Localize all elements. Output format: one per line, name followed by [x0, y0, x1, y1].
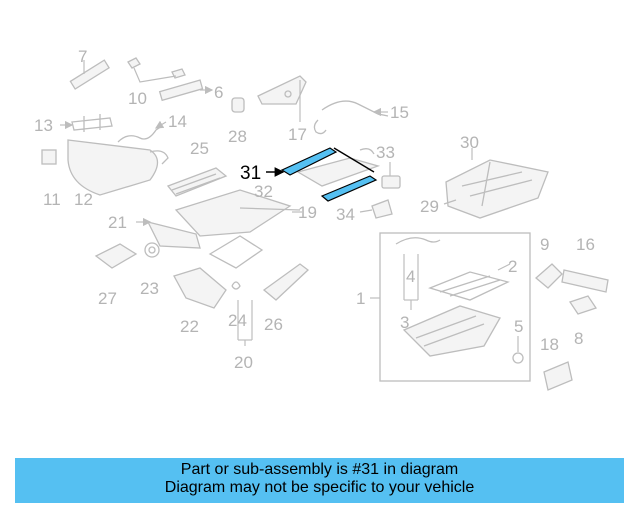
label-20: 20 — [234, 353, 253, 372]
label-8: 8 — [574, 329, 583, 348]
label-6: 6 — [214, 83, 223, 102]
part-31-highlight — [266, 147, 378, 202]
part-12-drawing — [41, 139, 169, 196]
part-19-drawing — [174, 189, 302, 237]
label-14: 14 — [168, 112, 187, 131]
part-32-drawing — [296, 148, 381, 187]
label-19: 19 — [298, 203, 317, 222]
label-3: 3 — [400, 313, 409, 332]
part-10-drawing — [127, 57, 186, 83]
label-2: 2 — [508, 257, 517, 276]
caption-line-1: Part or sub-assembly is #31 in diagram — [180, 461, 459, 478]
part-28-drawing — [231, 97, 245, 113]
part-25-drawing — [166, 167, 228, 197]
label-24: 24 — [228, 311, 247, 330]
part-7-drawing — [69, 59, 110, 90]
label-34: 34 — [336, 205, 355, 224]
label-32: 32 — [254, 182, 273, 201]
label-5: 5 — [514, 317, 523, 336]
caption-line-2: Diagram may not be specific to your vehi… — [164, 479, 475, 496]
parts-diagram: 7 10 6 13 14 11 12 28 17 15 25 31 32 33 … — [34, 47, 609, 391]
label-29: 29 — [420, 197, 439, 216]
caption-banner: Part or sub-assembly is #31 in diagram D… — [15, 458, 624, 503]
label-27: 27 — [98, 289, 117, 308]
label-23: 23 — [140, 279, 159, 298]
label-25: 25 — [190, 139, 209, 158]
part-27-drawing — [94, 243, 138, 269]
label-26: 26 — [264, 315, 283, 334]
part-6-drawing — [158, 79, 214, 102]
label-17: 17 — [288, 125, 307, 144]
label-33: 33 — [376, 143, 395, 162]
part-22-drawing — [173, 267, 227, 309]
part-24-drawing — [208, 235, 264, 346]
label-31: 31 — [240, 163, 261, 184]
part-14-drawing — [117, 120, 167, 143]
label-28: 28 — [228, 127, 247, 146]
part-8-drawing — [568, 295, 598, 315]
part-29-drawing — [443, 199, 457, 205]
label-10: 10 — [128, 89, 147, 108]
part-18-drawing — [543, 361, 573, 391]
part-33-drawing — [381, 162, 401, 189]
part-17-drawing — [257, 75, 327, 135]
part-34-drawing — [359, 199, 393, 219]
label-16: 16 — [576, 235, 595, 254]
part-30-drawing — [445, 148, 549, 219]
label-11: 11 — [43, 190, 61, 209]
label-15: 15 — [390, 103, 409, 122]
label-12: 12 — [74, 190, 93, 209]
label-4: 4 — [406, 267, 415, 286]
label-18: 18 — [540, 335, 559, 354]
part-21-drawing — [136, 217, 201, 249]
label-30: 30 — [460, 133, 479, 152]
label-21: 21 — [108, 213, 127, 232]
label-1: 1 — [356, 289, 365, 308]
part-9-drawing — [534, 263, 563, 289]
label-7: 7 — [78, 47, 87, 66]
label-9: 9 — [540, 235, 549, 254]
part-15-drawing — [321, 100, 389, 117]
part-23-drawing — [144, 242, 160, 258]
part-26-drawing — [262, 263, 310, 301]
label-13: 13 — [34, 116, 53, 135]
part-16-drawing — [561, 269, 609, 293]
part-13-drawing — [60, 114, 113, 132]
label-22: 22 — [180, 317, 199, 336]
subassembly-1-box — [370, 232, 531, 382]
